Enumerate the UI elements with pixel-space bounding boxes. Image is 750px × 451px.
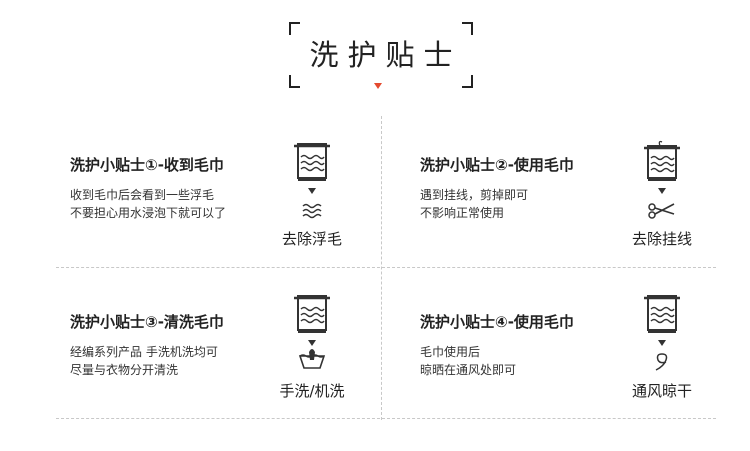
tip-description: 收到毛巾后会看到一些浮毛 不要担心用水浸泡下就可以了 [70, 186, 226, 222]
tip-caption: 通风晾干 [631, 382, 692, 400]
section-title-frame: 洗护贴士 [289, 22, 473, 88]
towel-with-thread-icon [644, 140, 680, 194]
tip-graphic-4: 通风晾干 [612, 292, 712, 402]
tip-graphic-1: 去除浮毛 [262, 140, 362, 250]
tip-caption: 去除浮毛 [281, 230, 342, 248]
title-corner-bracket [289, 75, 300, 88]
tip-description: 经编系列产品 手洗机洗均可 尽量与衣物分开清洗 [70, 343, 218, 379]
hand-wash-icon [298, 349, 326, 369]
tip-line: 收到毛巾后会看到一些浮毛 [70, 188, 215, 202]
tip-card-3: 洗护小贴士③-清洗毛巾 经编系列产品 手洗机洗均可 尽量与衣物分开清洗 [70, 311, 390, 451]
page-title: 洗护贴士 [309, 38, 462, 72]
tip-graphic-2: 去除挂线 [612, 140, 712, 250]
tip-description: 毛巾使用后 晾晒在通风处即可 [420, 343, 516, 379]
title-corner-bracket [462, 75, 473, 88]
horizontal-divider [56, 267, 716, 268]
scissors-icon [648, 203, 675, 219]
title-marker-icon [374, 83, 382, 89]
tip-heading: 洗护小贴士②-使用毛巾 [420, 156, 574, 174]
tip-caption: 手洗/机洗 [279, 382, 345, 400]
tip-heading: 洗护小贴士①-收到毛巾 [70, 156, 224, 174]
tip-card-1: 洗护小贴士①-收到毛巾 收到毛巾后会看到一些浮毛 不要担心用水浸泡下就可以了 [70, 154, 390, 294]
towel-icon [294, 295, 330, 346]
tip-graphic-3: 手洗/机洗 [262, 292, 362, 402]
water-wave-icon [302, 203, 322, 219]
title-corner-bracket [289, 22, 300, 35]
tip-heading: 洗护小贴士③-清洗毛巾 [70, 313, 224, 331]
tip-description: 遇到挂线，剪掉即可 不影响正常使用 [420, 186, 528, 222]
tip-line: 不影响正常使用 [420, 206, 505, 220]
tip-line: 不要担心用水浸泡下就可以了 [70, 206, 227, 220]
wind-icon [655, 353, 668, 371]
tip-line: 尽量与衣物分开清洗 [70, 363, 179, 377]
tip-line: 毛巾使用后 [420, 345, 481, 359]
tip-card-2: 洗护小贴士②-使用毛巾 遇到挂线，剪掉即可 不影响正常使用 [420, 154, 740, 294]
tip-line: 遇到挂线，剪掉即可 [420, 188, 529, 202]
tip-heading: 洗护小贴士④-使用毛巾 [420, 313, 574, 331]
tip-card-4: 洗护小贴士④-使用毛巾 毛巾使用后 晾晒在通风处即可 [420, 311, 740, 451]
bottom-divider [56, 418, 716, 419]
towel-icon [644, 295, 680, 346]
vertical-divider [381, 116, 382, 420]
tip-caption: 去除挂线 [631, 230, 692, 248]
title-corner-bracket [462, 22, 473, 35]
towel-icon [294, 143, 330, 194]
tip-line: 晾晒在通风处即可 [420, 363, 517, 377]
tip-line: 经编系列产品 手洗机洗均可 [70, 345, 218, 359]
